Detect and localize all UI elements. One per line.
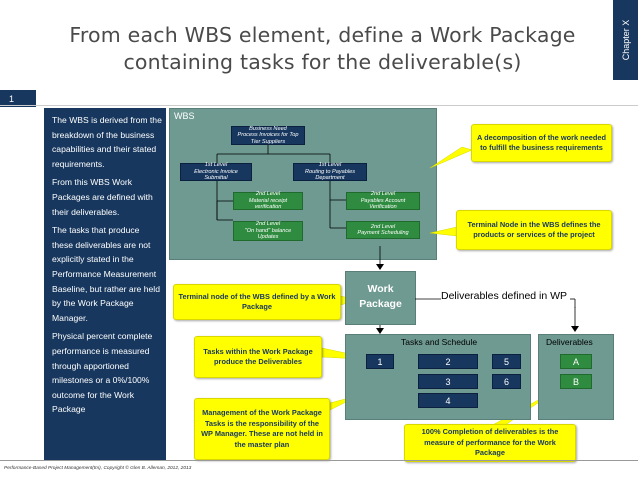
description-paragraph: The WBS is derived from the breakdown of…	[52, 115, 162, 169]
node-line: 2nd Level	[255, 191, 281, 198]
deliverables-line	[415, 298, 441, 300]
node-line: 1st Level	[318, 162, 342, 169]
wbs-right-connector	[329, 178, 346, 229]
node-line: 2nd Level	[255, 221, 281, 228]
node-line: 1st Level	[204, 162, 228, 169]
description-panel: The WBS is derived from the breakdown of…	[44, 108, 166, 460]
footer-divider	[0, 460, 638, 461]
tasks-header: Tasks and Schedule	[401, 337, 478, 347]
header-divider	[0, 105, 638, 106]
wbs-left-connector	[216, 178, 233, 221]
wbs-label: WBS	[174, 111, 195, 121]
description-paragraph: From this WBS Work Packages are defined …	[52, 177, 153, 217]
node-line: Routing to Payables	[304, 168, 356, 175]
node-line: "On hand" balance	[244, 227, 292, 234]
deliverable-box: B	[560, 374, 592, 389]
task-box: 2	[418, 354, 478, 369]
node-line: Department	[315, 175, 345, 182]
node-line: Tier Suppliers	[250, 138, 286, 145]
node-line: 2nd Level	[370, 223, 396, 230]
node-line: Submittal	[204, 175, 228, 182]
callout-management: Management of the Work Package Tasks is …	[194, 398, 330, 460]
task-box: 5	[492, 354, 521, 369]
task-box: 4	[418, 393, 478, 408]
arrowhead	[376, 328, 384, 334]
callout-pointer	[429, 146, 473, 169]
callout-terminal-node-wbs: Terminal Node in the WBS defines the pro…	[456, 210, 612, 250]
slide-number: 1	[0, 90, 36, 107]
deliverables-line	[570, 298, 576, 308]
node-line: Payables Account	[360, 197, 406, 204]
node-line: verification	[254, 204, 282, 211]
node-line: Business Need	[249, 125, 287, 132]
arrowhead	[571, 326, 579, 332]
node-line: Payment Scheduling	[357, 230, 409, 236]
arrowhead	[376, 264, 384, 270]
node-line: 2nd Level	[370, 191, 396, 198]
work-package-line: Package	[359, 298, 402, 310]
description-paragraph: The tasks that produce these deliverable…	[52, 225, 160, 323]
callout-pointer	[429, 226, 458, 237]
task-box: 6	[492, 374, 521, 389]
deliverable-box: A	[560, 354, 592, 369]
callout-decomposition: A decomposition of the work needed to fu…	[471, 124, 612, 162]
description-paragraph: Physical percent complete performance is…	[52, 331, 153, 415]
node-line: Verification	[369, 204, 397, 211]
work-package-box: Work Package	[345, 271, 416, 325]
callout-terminal-node-wp: Terminal node of the WBS defined by a Wo…	[173, 284, 341, 320]
deliverables-header: Deliverables	[546, 337, 593, 347]
callout-tasks-within: Tasks within the Work Package produce th…	[194, 336, 322, 378]
node-line: Material receipt	[248, 197, 288, 204]
task-box: 1	[366, 354, 394, 369]
wbs-root-connector	[216, 144, 331, 164]
work-package-line: Work	[367, 283, 394, 295]
footer-copyright: Performance-Based Project Management(tm)…	[4, 466, 192, 471]
chapter-tab: Chapter X	[613, 0, 638, 80]
page-title: From each WBS element, define a Work Pac…	[69, 23, 576, 74]
node-line: Electronic Invoice	[194, 168, 238, 175]
node-line: Process Invoices for Top	[237, 132, 299, 139]
node-line: Updates	[257, 234, 279, 241]
callout-completion: 100% Completion of deliverables is the m…	[404, 424, 576, 462]
task-box: 3	[418, 374, 478, 389]
deliverables-defined-label: Deliverables defined in WP	[441, 290, 568, 302]
